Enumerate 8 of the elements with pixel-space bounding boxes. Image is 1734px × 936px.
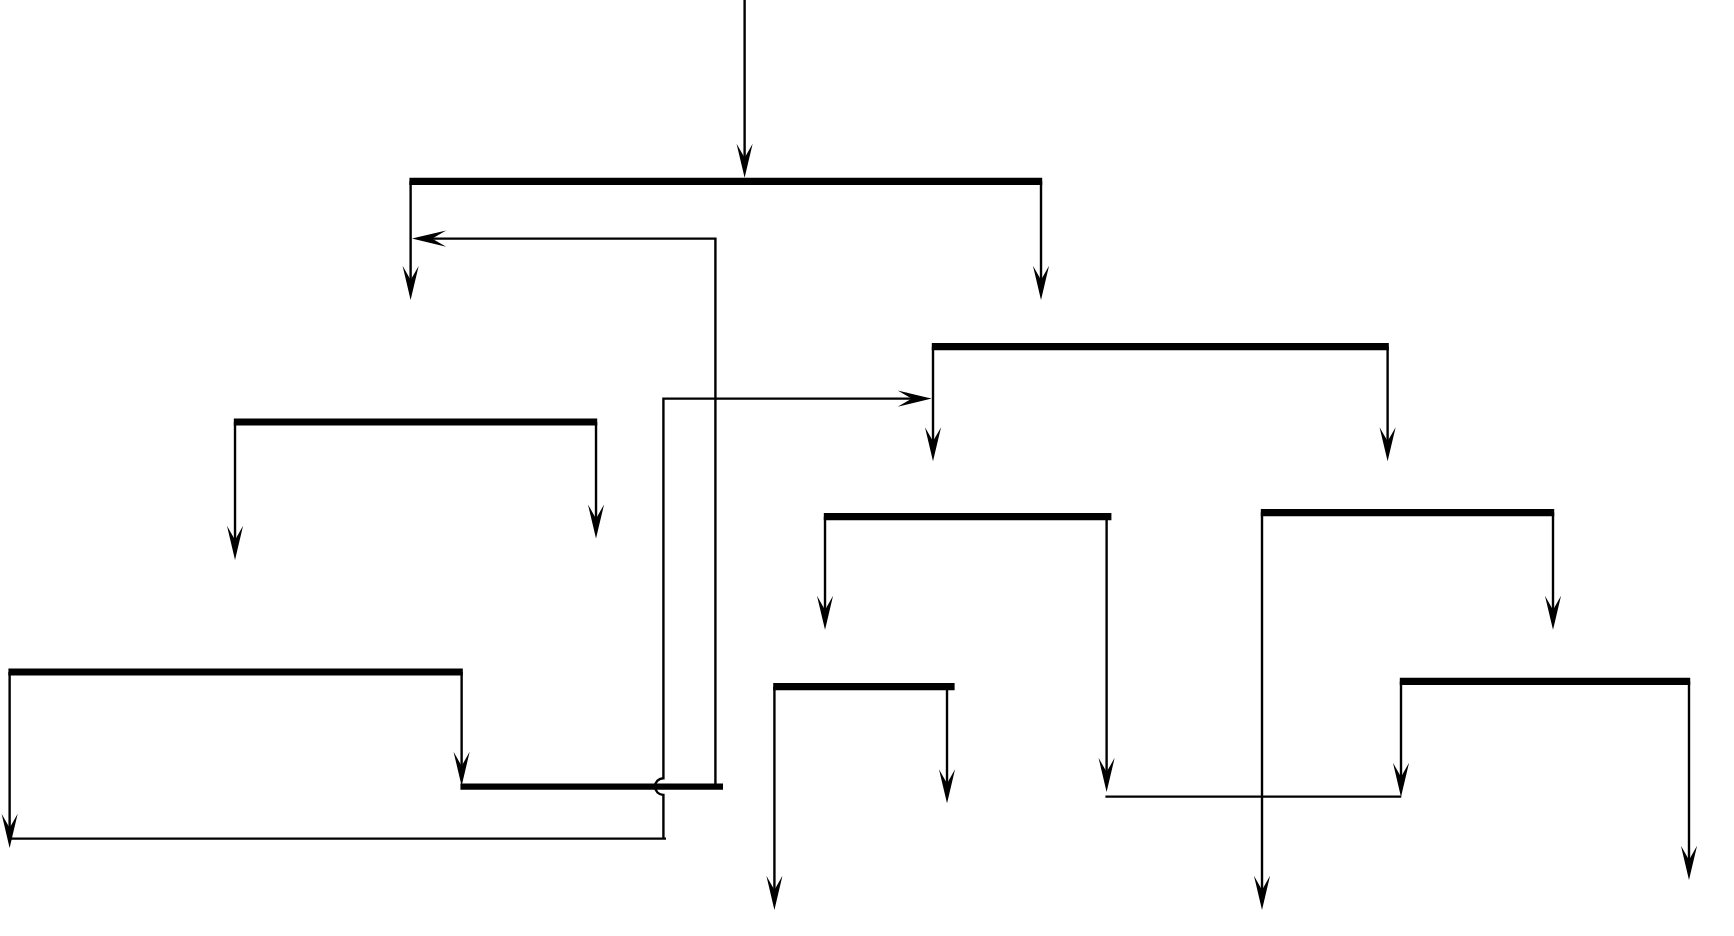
branch-bar [931,343,1389,351]
branch-bar [1260,509,1555,517]
branch-bar [823,513,1112,521]
branch-bar [773,683,955,691]
branch-bar [233,418,598,426]
join-line [1105,795,1402,798]
branch-bar [8,668,463,676]
branch-bar [1399,677,1691,685]
